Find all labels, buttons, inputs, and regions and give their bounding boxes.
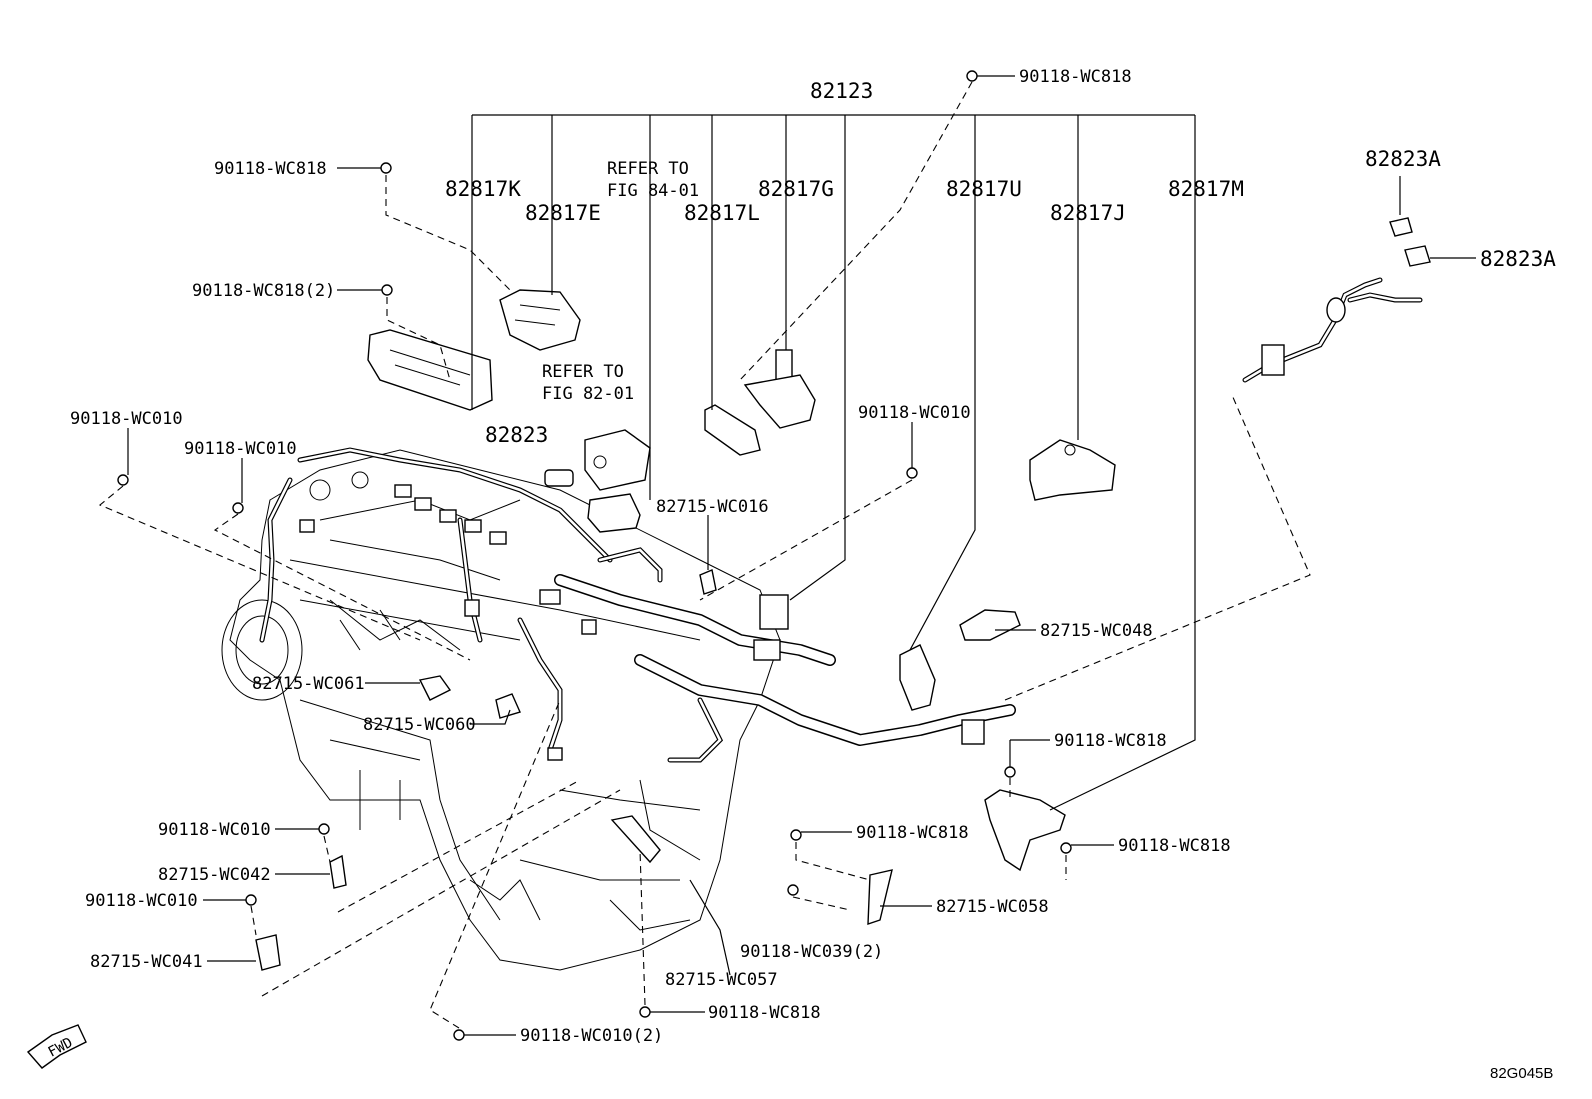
label-82823: 82823 (485, 423, 548, 447)
leader-82123-bracket (471, 114, 1196, 811)
label-82817U: 82817U (946, 177, 1022, 201)
label-90118-WC818-r1: 90118-WC818 (1054, 731, 1167, 751)
label-82817K: 82817K (445, 177, 521, 201)
leader-lines (127, 75, 1476, 1036)
label-82715-WC060: 82715-WC060 (363, 715, 476, 735)
bolts (117, 70, 1072, 1041)
label-82817J: 82817J (1050, 201, 1126, 225)
label-82817L: 82817L (684, 201, 760, 225)
part-82817E (499, 289, 581, 351)
label-82715-WC042: 82715-WC042 (158, 865, 271, 885)
label-refer-82-01-line1: REFER TO (542, 362, 624, 382)
part-82823 (544, 469, 574, 487)
main-wire-harness (259, 447, 1016, 763)
label-90118-WC010-c: 90118-WC010 (858, 403, 971, 423)
figure-code: 82G045B (1490, 1065, 1553, 1082)
label-refer-82-01-line2: FIG 82-01 (542, 384, 634, 404)
label-90118-WC818-2: 90118-WC818(2) (192, 281, 335, 301)
part-82817U (899, 644, 936, 711)
clamps (255, 569, 1021, 971)
label-82823A-top: 82823A (1365, 147, 1441, 171)
label-82715-WC058: 82715-WC058 (936, 897, 1049, 917)
fwd-arrow-icon: FWD (26, 1024, 87, 1069)
part-82817G (743, 349, 816, 429)
label-82817M: 82817M (1168, 177, 1244, 201)
label-82823A-right: 82823A (1480, 247, 1556, 271)
label-90118-WC039-2: 90118-WC039(2) (740, 942, 883, 962)
label-90118-WC818-r2: 90118-WC818 (1118, 836, 1231, 856)
label-refer-84-01-line1: REFER TO (607, 159, 689, 179)
label-90118-WC010-e: 90118-WC010 (85, 891, 198, 911)
part-82817K (367, 329, 493, 411)
label-90118-WC818-top: 90118-WC818 (1019, 67, 1132, 87)
label-82817E: 82817E (525, 201, 601, 225)
label-90118-WC818-mid: 90118-WC818 (856, 823, 969, 843)
label-90118-WC010-2: 90118-WC010(2) (520, 1026, 663, 1046)
label-82715-WC057: 82715-WC057 (665, 970, 778, 990)
labels: 82123 82817K 82817E REFER TO FIG 84-01 8… (70, 67, 1556, 1082)
part-82817J (1029, 439, 1116, 501)
label-90118-WC818-bot: 90118-WC818 (708, 1003, 821, 1023)
part-82823-fig82-01-box (584, 429, 651, 491)
label-82715-WC041: 82715-WC041 (90, 952, 203, 972)
label-90118-WC010-a: 90118-WC010 (70, 409, 183, 429)
label-82817G: 82817G (758, 177, 834, 201)
label-82715-WC048: 82715-WC048 (1040, 621, 1153, 641)
label-90118-WC010-d: 90118-WC010 (158, 820, 271, 840)
label-82715-WC061: 82715-WC061 (252, 674, 365, 694)
part-82817L (704, 404, 761, 456)
sub-harness-82823A (1242, 217, 1431, 383)
label-90118-WC818-left: 90118-WC818 (214, 159, 327, 179)
part-82817M (984, 789, 1066, 872)
label-refer-84-01-line2: FIG 84-01 (607, 181, 699, 201)
dashed-lines (98, 81, 1311, 1029)
label-82715-WC016: 82715-WC016 (656, 497, 769, 517)
label-90118-WC010-b: 90118-WC010 (184, 439, 297, 459)
part-fig84-01-connector (587, 493, 641, 533)
label-82123: 82123 (810, 79, 873, 103)
